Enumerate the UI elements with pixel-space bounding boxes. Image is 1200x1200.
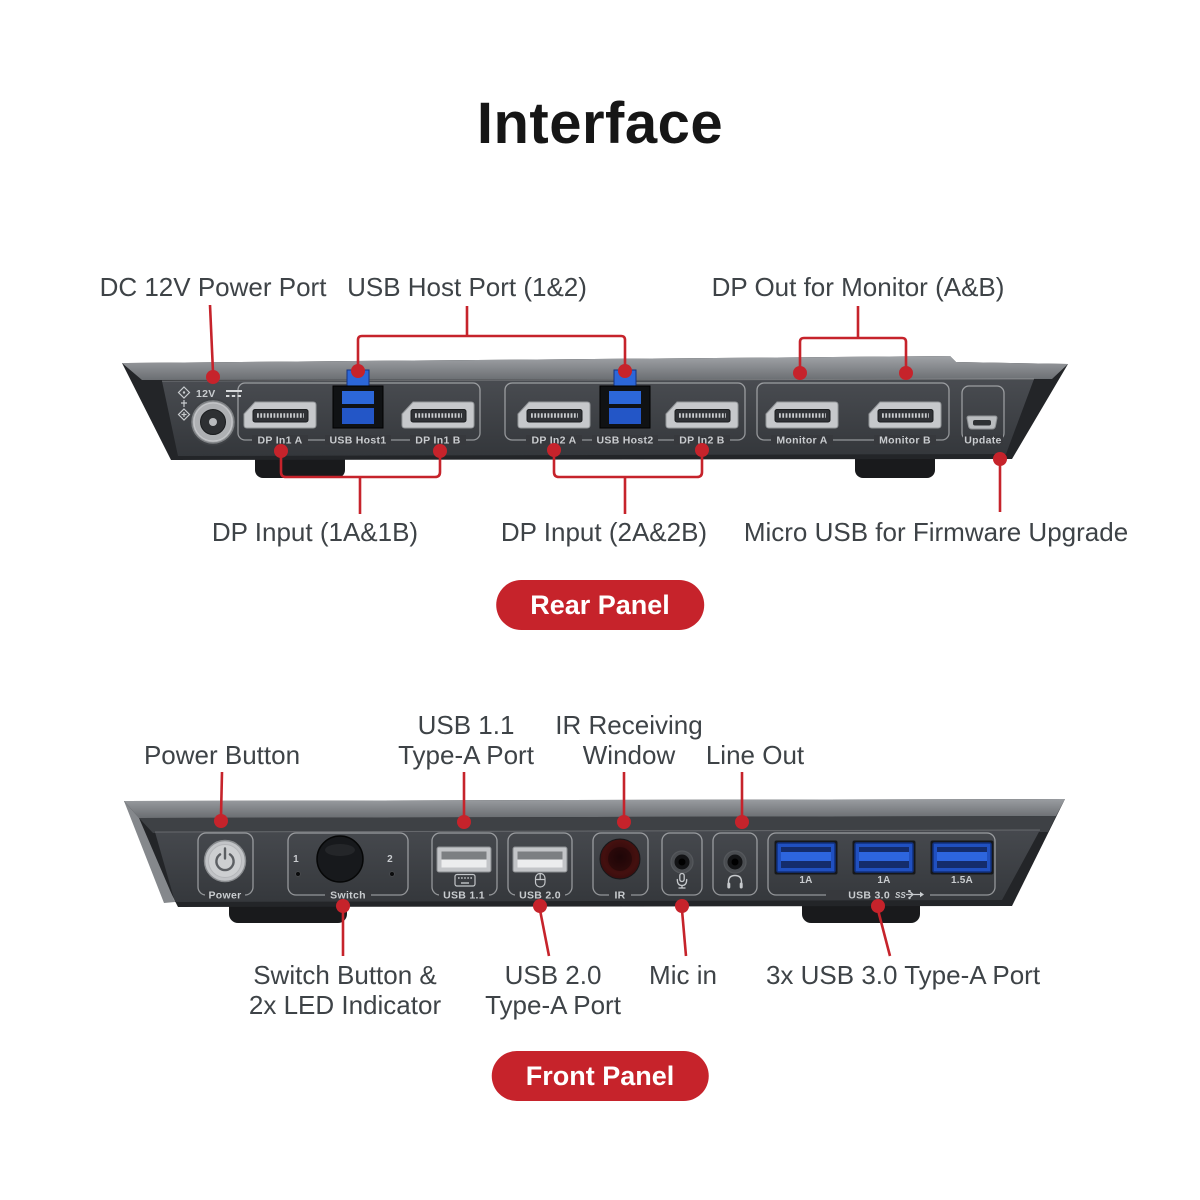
power-label: Power — [208, 890, 241, 902]
callout-usb-host: USB Host Port (1&2) — [347, 272, 587, 302]
monitor-a-port — [766, 402, 838, 428]
callout-ir: IR Receiving Window — [555, 710, 702, 770]
switch-label: Switch — [330, 890, 366, 902]
dc-symbol-icon — [226, 390, 242, 397]
mouse-icon — [534, 872, 546, 888]
callout-dp-out: DP Out for Monitor (A&B) — [711, 272, 1005, 302]
lineout-section-outline — [712, 832, 758, 896]
front-top-bevel — [124, 799, 1065, 818]
callout-dp-input-2: DP Input (2A&2B) — [500, 517, 708, 547]
front-panel-device: 1 2 — [124, 799, 1065, 923]
update-label: Update — [964, 435, 1001, 447]
callout-usb20-line1: USB 2.0 — [504, 960, 602, 990]
callout-line-out: Line Out — [705, 740, 805, 770]
power-icon — [215, 847, 235, 872]
callout-dp-input-1: DP Input (1A&1B) — [211, 517, 419, 547]
dp-in-2a-label: DP In2 A — [532, 435, 577, 447]
callout-ir-line1: IR Receiving — [555, 710, 703, 740]
superspeed-icon: SS — [895, 890, 924, 900]
ir-label: IR — [614, 890, 625, 902]
rear-panel-badge: Rear Panel — [496, 580, 704, 630]
led1-indicator — [295, 871, 301, 877]
dp-in-2b-port — [666, 402, 738, 428]
usb30-amp3-label: 1.5A — [951, 875, 973, 886]
callout-usb11-line2: Type-A Port — [398, 740, 534, 770]
dp-in-1a-port — [244, 402, 316, 428]
usb11-port — [436, 846, 492, 873]
usb30-amp1-label: 1A — [799, 875, 812, 886]
usb30-port-3 — [929, 839, 995, 876]
usb20-port — [512, 846, 568, 873]
monitor-b-label: Monitor B — [879, 435, 931, 447]
dp-in-1a-label: DP In1 A — [258, 435, 303, 447]
usb30-amp2-label: 1A — [877, 875, 890, 886]
callout-usb20: USB 2.0 Type-A Port — [485, 960, 621, 1020]
mic-icon — [676, 872, 688, 889]
callout-micro-usb: Micro USB for Firmware Upgrade — [743, 517, 1129, 547]
dc-power-port: 12V — [189, 388, 242, 446]
usb-host2-label: USB Host2 — [597, 435, 654, 447]
usb11-label: USB 1.1 — [443, 890, 485, 902]
mic-jack — [670, 850, 694, 874]
callout-switch: Switch Button & 2x LED Indicator — [249, 960, 441, 1020]
keyboard-icon — [454, 873, 476, 887]
power-button[interactable] — [203, 839, 247, 883]
headphone-icon — [727, 874, 743, 889]
led2-indicator — [389, 871, 395, 877]
usb-host1-label: USB Host1 — [330, 435, 387, 447]
callout-switch-line1: Switch Button & — [253, 960, 437, 990]
front-panel-badge: Front Panel — [491, 1051, 709, 1101]
switch-button[interactable] — [316, 835, 364, 883]
mic-section-outline — [661, 832, 703, 896]
dp-in-2a-port — [518, 402, 590, 428]
headphone-jack — [723, 850, 747, 874]
rear-top-bevel — [122, 356, 1068, 380]
rear-panel-device: 12V DP — [122, 356, 1068, 478]
polarity-icon — [177, 386, 191, 421]
callout-ir-line2: Window — [582, 740, 676, 770]
monitor-a-label: Monitor A — [776, 435, 827, 447]
callout-switch-line2: 2x LED Indicator — [248, 990, 442, 1020]
dp-in-1b-label: DP In1 B — [415, 435, 461, 447]
ir-window — [599, 838, 641, 880]
callout-power-button: Power Button — [143, 740, 301, 770]
dc-power-label: 12V — [196, 388, 216, 400]
callout-mic-in: Mic in — [649, 960, 717, 990]
monitor-b-port — [869, 402, 941, 428]
callout-usb30: 3x USB 3.0 Type-A Port — [765, 960, 1041, 990]
usb30-port-2 — [851, 839, 917, 876]
callout-usb11: USB 1.1 Type-A Port — [398, 710, 534, 770]
usb30-port-1 — [773, 839, 839, 876]
callout-usb20-line2: Type-A Port — [485, 990, 621, 1020]
front-left-facet — [124, 801, 175, 903]
usb30-label: USB 3.0 — [848, 890, 890, 902]
callout-dc-power: DC 12V Power Port — [99, 272, 327, 302]
callout-usb11-line1: USB 1.1 — [417, 710, 515, 740]
page-title: Interface — [476, 91, 724, 156]
dp-in-1b-port — [402, 402, 474, 428]
usb20-label: USB 2.0 — [519, 890, 561, 902]
front-upper-band — [139, 816, 1056, 833]
led2-label: 2 — [387, 854, 393, 865]
led1-label: 1 — [293, 854, 299, 865]
micro-usb-update-port — [966, 415, 998, 430]
rear-group3-outline — [756, 382, 950, 441]
dp-in-2b-label: DP In2 B — [679, 435, 725, 447]
svg-text:SS: SS — [895, 891, 906, 900]
